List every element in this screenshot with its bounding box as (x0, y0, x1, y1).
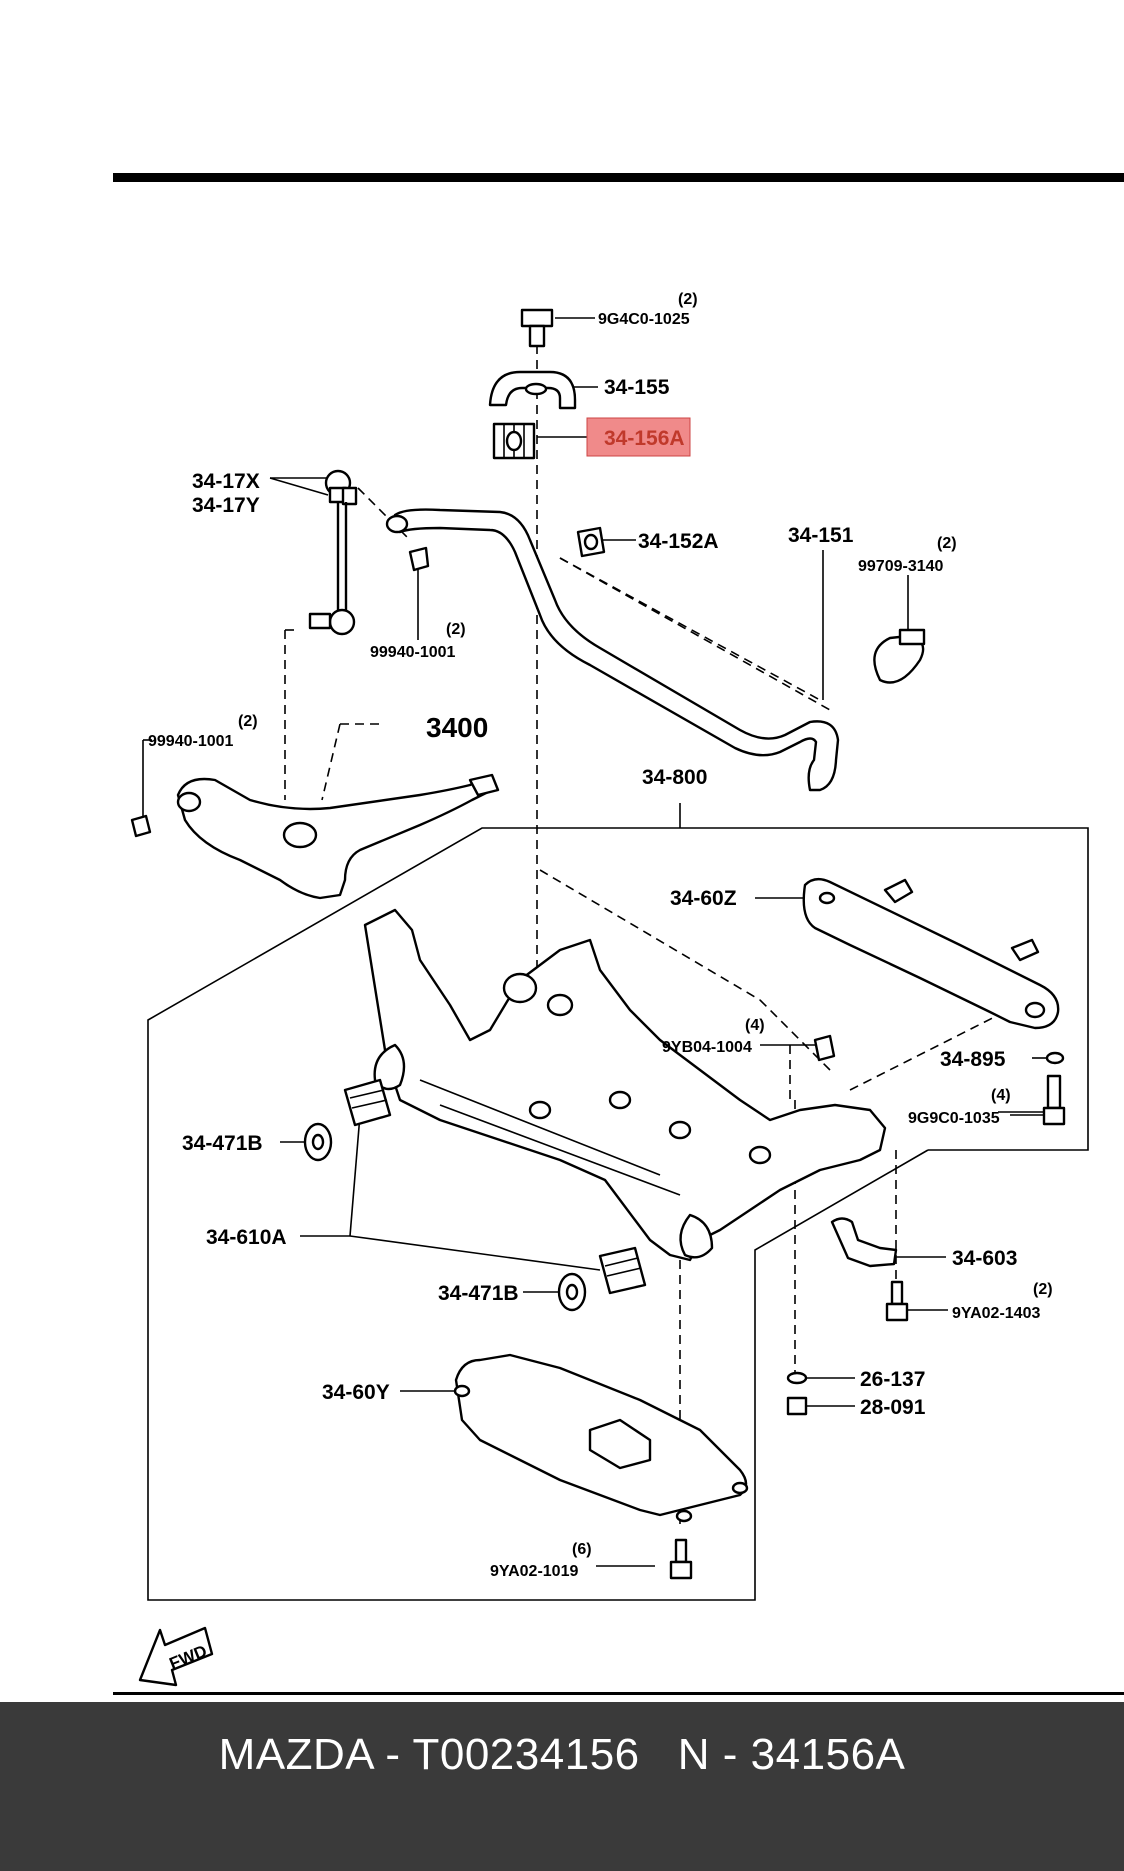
clip-label: 99709-3140 (858, 558, 944, 575)
bottom-rule (113, 1692, 1124, 1695)
washer-34-895-label: 34-895 (940, 1048, 1006, 1071)
bolt-9g9c0-icon (1042, 1074, 1066, 1126)
bushing-34-156a-icon (492, 422, 536, 460)
member-34-60z-icon (802, 877, 1060, 1030)
nut-arm-icon (130, 814, 152, 838)
bolt-9ya02-1403-icon (885, 1280, 909, 1322)
nut-28-091-label: 28-091 (860, 1396, 926, 1419)
highlight-box (586, 417, 691, 457)
bracket-34-155-label: 34-155 (604, 376, 670, 399)
washer-34-895-icon (1045, 1051, 1065, 1065)
bracket-34-603-icon (830, 1217, 898, 1268)
member-34-60z-label: 34-60Z (670, 887, 737, 910)
crossmember-34-800-icon (363, 908, 887, 1262)
fwd-arrow-icon (138, 1626, 214, 1687)
footer-bar: MAZDA - T00234156 N - 34156A (0, 1702, 1124, 1871)
bolt-top-qty: (2) (678, 291, 698, 308)
bracket-34-603-label: 34-603 (952, 1247, 1017, 1270)
stabilizer-34-151-label: 34-151 (788, 524, 854, 547)
bolt-9ya-1403-qty: (2) (1033, 1281, 1053, 1298)
washer-34-471b-lower-icon (557, 1272, 587, 1312)
washer-26-137-label: 26-137 (860, 1368, 925, 1391)
nut-9yb04-icon (813, 1034, 836, 1062)
bolt-9g4c0-icon (520, 308, 554, 348)
bushing-34-610a-upper-icon (343, 1078, 392, 1127)
nut-9yb-qty: (4) (745, 1017, 765, 1034)
bushing-34-152a-label: 34-152A (638, 530, 719, 553)
bushing-34-152a-icon (576, 526, 606, 558)
arm-3400-label: 3400 (426, 712, 488, 743)
bolt-9ya-1019-qty: (6) (572, 1541, 592, 1558)
clip-qty: (2) (937, 535, 957, 552)
bolt-9g9-label: 9G9C0-1035 (908, 1110, 1000, 1127)
nut-link-qty: (2) (446, 621, 466, 638)
leader-lines (142, 317, 1089, 1601)
nut-99940-1001-icon (408, 546, 430, 572)
nut-arm-qty: (2) (238, 713, 258, 730)
plate-34-60y-label: 34-60Y (322, 1381, 390, 1404)
stabilizer-link-icon (308, 469, 358, 636)
washer-471b-upper-label: 34-471B (182, 1132, 263, 1155)
labels: (2) 9G4C0-1025 34-155 34-156A 34-17X 34-… (148, 291, 1053, 1673)
bolt-9ya-1403-label: 9YA02-1403 (952, 1305, 1040, 1322)
nut-link-label: 99940-1001 (370, 644, 456, 661)
bolt-9g9-qty: (4) (991, 1087, 1011, 1104)
crossmember-34-800-label: 34-800 (642, 766, 707, 789)
nut-28-091-icon (786, 1396, 808, 1416)
washer-471b-lower-label: 34-471B (438, 1282, 519, 1305)
bolt-top-label: 9G4C0-1025 (598, 311, 690, 328)
bushing-34-610a-label: 34-610A (206, 1226, 287, 1249)
washer-34-471b-upper-icon (303, 1122, 333, 1162)
lower-arm-3400-icon (176, 773, 500, 900)
part-number-caption: MAZDA - T00234156 N - 34156A (218, 1730, 906, 1779)
bolt-9ya02-1019-icon (669, 1538, 693, 1580)
bushing-34-610a-lower-icon (598, 1246, 647, 1295)
plate-34-60y-icon (453, 1353, 749, 1523)
bushing-34-156a-label: 34-156A (604, 427, 685, 450)
link-34-17x-label: 34-17X (192, 470, 260, 493)
parts-diagram: (2) 9G4C0-1025 34-155 34-156A 34-17X 34-… (113, 173, 1124, 1695)
washer-26-137-icon (786, 1371, 808, 1385)
nut-arm-label: 99940-1001 (148, 733, 234, 750)
stabilizer-bar-icon (385, 508, 840, 792)
clip-99709-3140-icon (873, 628, 926, 684)
bolt-9ya-1019-label: 9YA02-1019 (490, 1563, 578, 1580)
top-rule (113, 173, 1124, 182)
nut-9yb-label: 9YB04-1004 (662, 1039, 752, 1056)
link-34-17y-label: 34-17Y (192, 494, 260, 517)
bracket-34-155-icon (488, 370, 577, 410)
